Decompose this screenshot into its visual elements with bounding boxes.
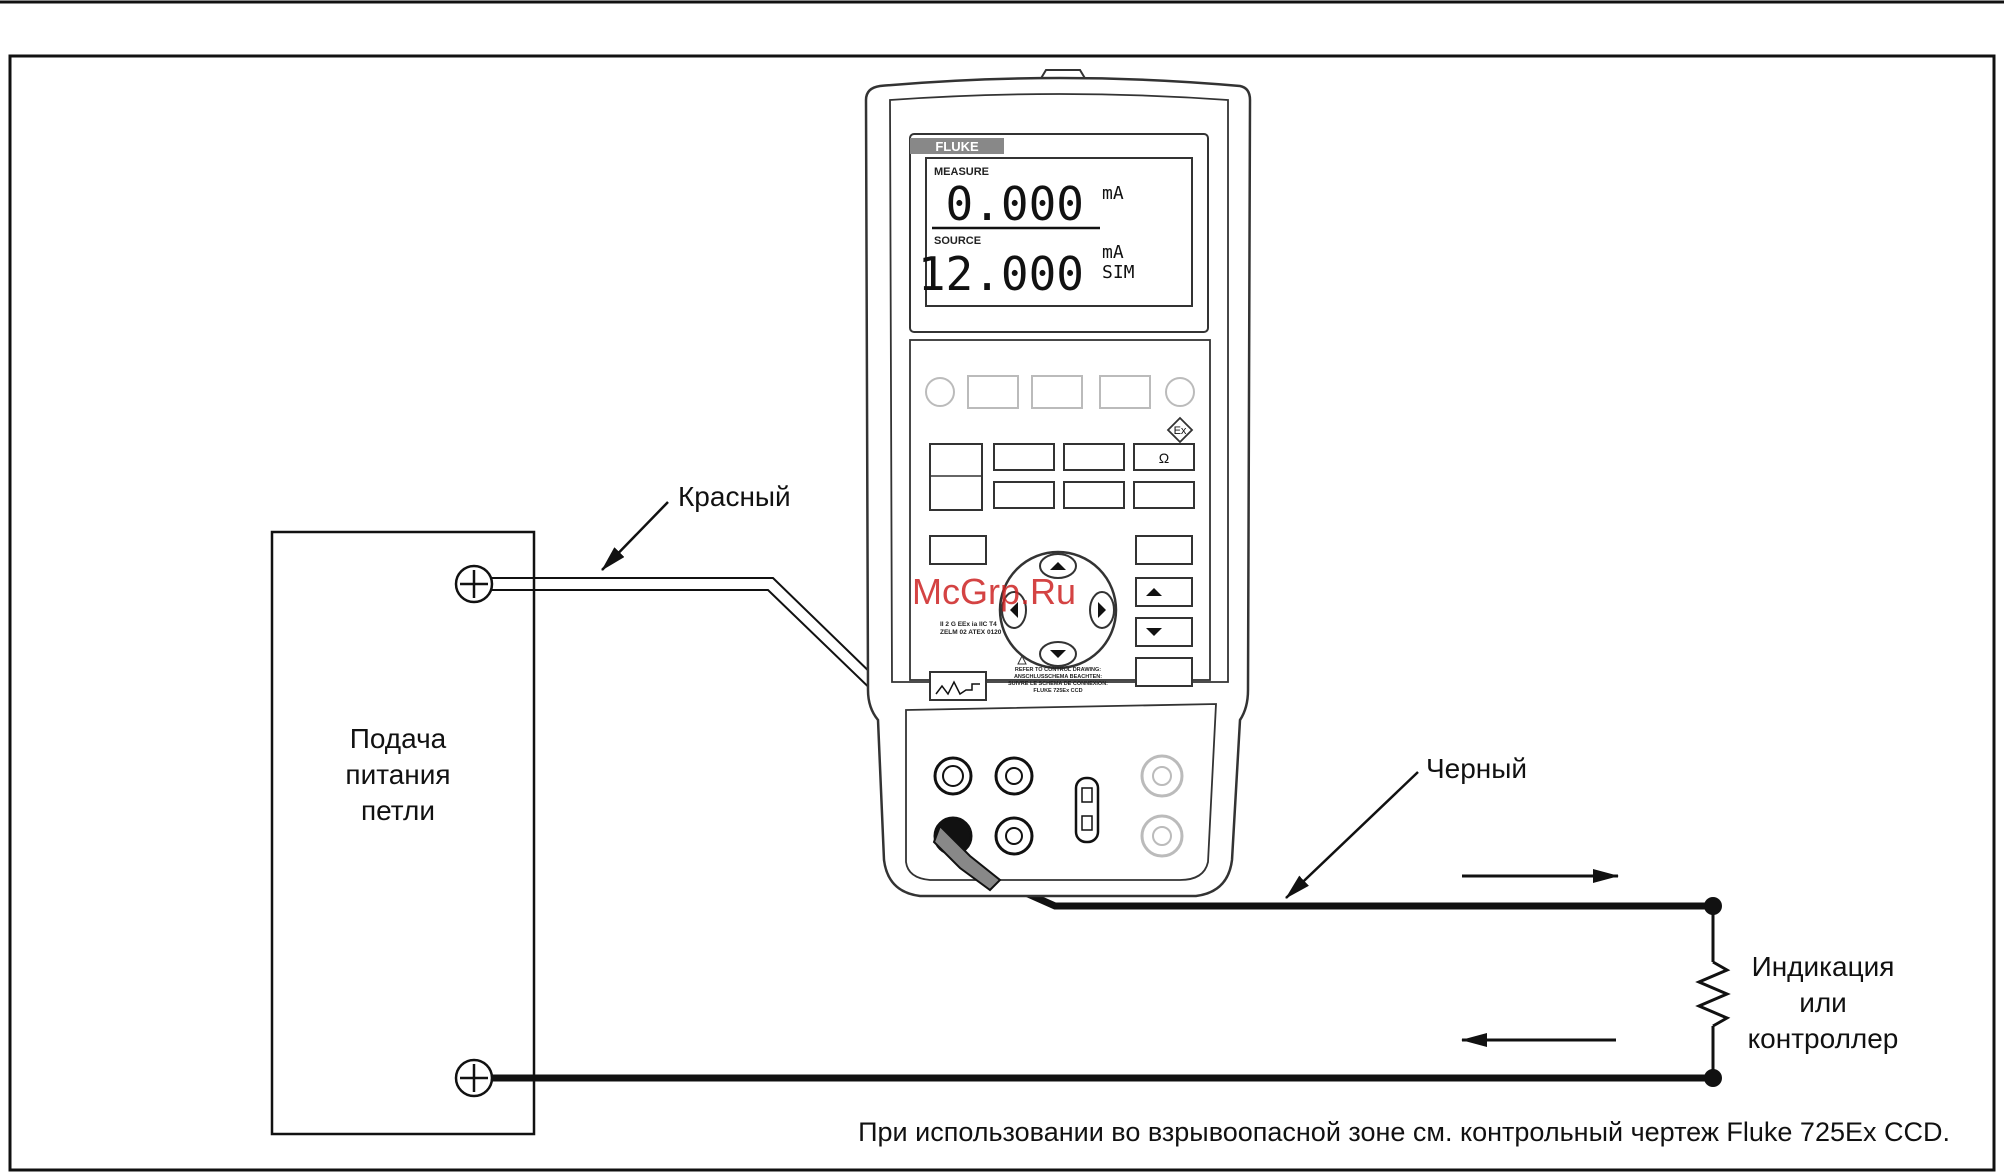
top-key-row: [925, 375, 1195, 409]
brand-plate: [910, 138, 1004, 154]
power-supply-label-1: Подача: [350, 723, 447, 754]
ohm-symbol: Ω: [1159, 450, 1169, 466]
key-ohm[interactable]: [1133, 443, 1195, 471]
indicator-label-3: контроллер: [1748, 1023, 1899, 1054]
key-up-step[interactable]: [1135, 577, 1193, 607]
footnote: При использовании во взрывоопасной зоне …: [858, 1117, 1950, 1147]
power-key[interactable]: [925, 377, 955, 407]
power-supply-label-3: петли: [361, 795, 435, 826]
source-mode: SIM: [1102, 262, 1135, 283]
red-lead-label: Красный: [678, 481, 791, 512]
navigation-pad: [998, 550, 1118, 670]
black-probe-plug: [932, 824, 1002, 892]
backlight-key[interactable]: [1165, 377, 1195, 407]
figure-frame: [8, 54, 1996, 1172]
watermark: McGrp.Ru: [912, 571, 1076, 612]
key-right-4[interactable]: [1135, 657, 1193, 687]
measure-unit: mA: [1102, 183, 1124, 204]
junction-dot-bottom: [1704, 1069, 1722, 1087]
fluke-calibrator: FLUKE MEASURE 0.000 mA SOURCE 12.000 mA …: [864, 69, 1252, 898]
measure-value: 0.000: [946, 177, 1084, 231]
key-r2-2[interactable]: [993, 481, 1055, 509]
warning-text-3: SUIVRE LE SCHEMA DE CONNEXION:: [1008, 681, 1108, 687]
lcd-screen: [925, 157, 1193, 307]
ex-mark-text: Ex: [1174, 425, 1187, 437]
warning-text-4: FLUKE 725Ex CCD: [1033, 688, 1082, 694]
warning-text-1: REFER TO CONTROL DRAWING:: [1015, 667, 1101, 673]
indicator-label-1: Индикация: [1752, 951, 1895, 982]
measure-label: MEASURE: [934, 166, 989, 178]
keypad-panel: [909, 339, 1211, 681]
nav-ring: [998, 550, 1118, 670]
brand-logo: FLUKE: [935, 139, 979, 154]
waveform-icon: [929, 671, 987, 701]
black-lead-label: Черный: [1426, 753, 1527, 784]
power-supply-box: [270, 530, 536, 1136]
key-right-1[interactable]: [1135, 535, 1193, 565]
key-r2-3[interactable]: [1063, 481, 1125, 509]
device-inner-body: [889, 93, 1229, 683]
key-r2-4[interactable]: [1133, 481, 1195, 509]
main-keys: Ω: [929, 443, 1195, 687]
black-lead-pointer: [1285, 771, 1419, 899]
key-top-3[interactable]: [1031, 375, 1083, 409]
key-r1-3[interactable]: [1063, 443, 1125, 471]
key-left-1[interactable]: [929, 535, 987, 565]
source-unit: mA: [1102, 242, 1124, 263]
key-top-4[interactable]: [1099, 375, 1151, 409]
input-jacks: [933, 754, 1184, 858]
key-large-left[interactable]: [929, 443, 983, 511]
key-r1-2[interactable]: [993, 443, 1055, 471]
power-supply-label-2: питания: [345, 759, 450, 790]
red-lead-pointer: [601, 501, 669, 571]
indicator-label-2: или: [1799, 987, 1847, 1018]
terminal-positive: [454, 564, 494, 604]
ex-certification-mark: Ex: [1166, 416, 1194, 444]
warning-text-2: ANSCHLUSSCHEMA BEACHTEN:: [1014, 674, 1102, 680]
source-value: 12.000: [918, 247, 1084, 301]
key-down-step[interactable]: [1135, 617, 1193, 647]
junction-dot-top: [1704, 897, 1722, 915]
resistor-symbol: [1695, 960, 1731, 1028]
terminal-panel: [905, 703, 1217, 881]
source-label: SOURCE: [934, 235, 981, 247]
cert-text-1: II 2 G EEx ia IIC T4: [940, 621, 997, 628]
cert-text-2: ZELM 02 ATEX 0120: [940, 629, 1002, 636]
terminal-negative: [454, 1058, 494, 1098]
key-top-2[interactable]: [967, 375, 1019, 409]
loop-power-supply: Подача питания петли: [270, 530, 536, 1136]
